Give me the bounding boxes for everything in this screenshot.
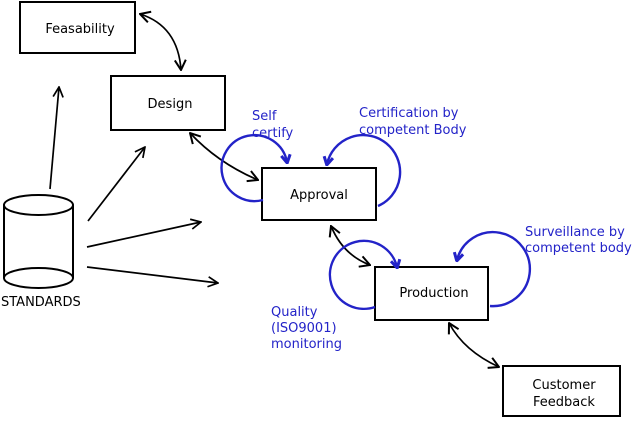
customer-feedback-label-line1: Customer xyxy=(532,378,596,393)
approval-label: Approval xyxy=(290,188,348,203)
quality-label-line3: monitoring xyxy=(271,337,342,352)
approval-box xyxy=(261,167,377,221)
surveillance-label-line2: competent body xyxy=(525,241,632,256)
surveillance-label-line1: Surveillance by xyxy=(525,225,625,240)
feasability-label: Feasability xyxy=(45,22,115,37)
self-certify-label-line2: certify xyxy=(252,126,294,141)
design-label: Design xyxy=(148,97,193,112)
self-certify-label-line1: Self xyxy=(252,109,277,124)
customer-feedback-label-line2: Feedback xyxy=(533,395,595,410)
quality-label-line2: (ISO9001) xyxy=(271,321,337,336)
standards-label: STANDARDS xyxy=(1,295,81,310)
production-label: Production xyxy=(399,286,468,301)
arrow-production-feedback xyxy=(449,323,499,367)
surveillance-loop xyxy=(457,230,532,308)
arrow-design-approval xyxy=(190,133,258,180)
self-certify-loop xyxy=(220,133,287,203)
arrow-standards-approval xyxy=(86,222,201,248)
arrow-standards-production xyxy=(86,266,218,283)
arrow-standards-design xyxy=(87,147,145,222)
feasability-box xyxy=(19,1,136,54)
arrow-approval-production xyxy=(331,226,370,265)
customer-feedback-box xyxy=(502,365,621,417)
certification-label-line1: Certification by xyxy=(359,106,459,121)
arrow-standards-feasability xyxy=(49,87,59,190)
design-box xyxy=(110,75,226,131)
quality-label-line1: Quality xyxy=(271,305,318,320)
certification-label-line2: competent Body xyxy=(359,123,467,138)
certification-loop xyxy=(327,133,402,208)
quality-loop xyxy=(328,239,397,311)
arrow-feasability-design xyxy=(140,14,181,70)
standards-cylinder xyxy=(3,194,74,289)
production-box xyxy=(374,266,489,321)
